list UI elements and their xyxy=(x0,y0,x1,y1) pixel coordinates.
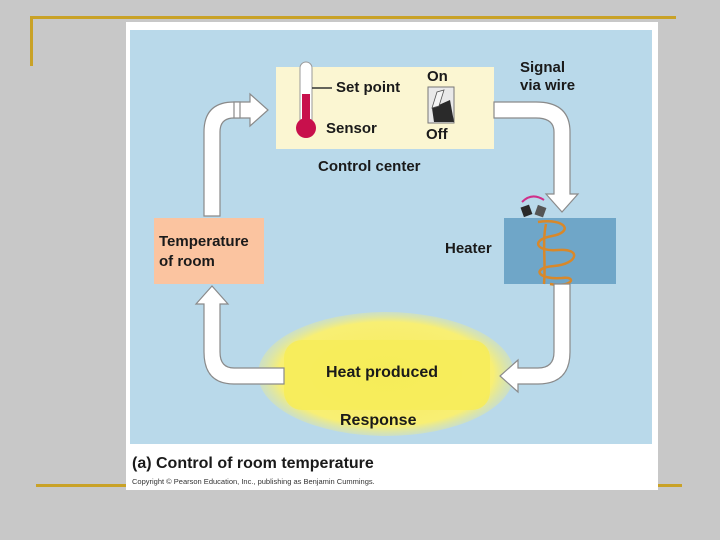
arrow-heater-to-heat xyxy=(499,283,571,394)
figure: Set point Sensor On Off Control center S… xyxy=(126,22,658,490)
temperature-label-line2: of room xyxy=(159,253,215,270)
sensor-label: Sensor xyxy=(326,120,377,137)
frame-left-line xyxy=(30,16,33,66)
arrow-control-to-heater xyxy=(493,101,580,213)
signal-label-line2: via wire xyxy=(520,77,576,94)
switch-icon xyxy=(427,86,455,124)
plug-icon xyxy=(520,195,547,218)
dashed-arrow-segment xyxy=(233,101,241,119)
switch-off-label: Off xyxy=(426,126,448,143)
switch-on-label: On xyxy=(427,68,448,85)
heater-coil-icon xyxy=(537,220,576,287)
feedback-loop-arrows xyxy=(194,92,580,394)
thermometer-icon xyxy=(296,61,316,138)
diagram-graphics xyxy=(154,61,616,436)
arrow-temperature-to-control xyxy=(203,92,269,217)
frame-top-line xyxy=(30,16,676,19)
copyright-notice: Copyright © Pearson Education, Inc., pub… xyxy=(132,477,375,486)
arrow-heat-to-temperature xyxy=(194,285,285,385)
control-center-label: Control center xyxy=(318,158,421,175)
response-label: Response xyxy=(340,412,417,429)
heater-label: Heater xyxy=(445,240,492,257)
signal-label-line1: Signal xyxy=(520,59,566,76)
set-point-label: Set point xyxy=(336,79,401,96)
figure-caption: (a) Control of room temperature xyxy=(132,455,374,472)
temperature-label-line1: Temperature xyxy=(159,233,249,250)
temperature-of-room-box xyxy=(154,218,264,284)
heat-produced-label: Heat produced xyxy=(326,364,439,381)
heat-produced-glow xyxy=(258,312,514,436)
